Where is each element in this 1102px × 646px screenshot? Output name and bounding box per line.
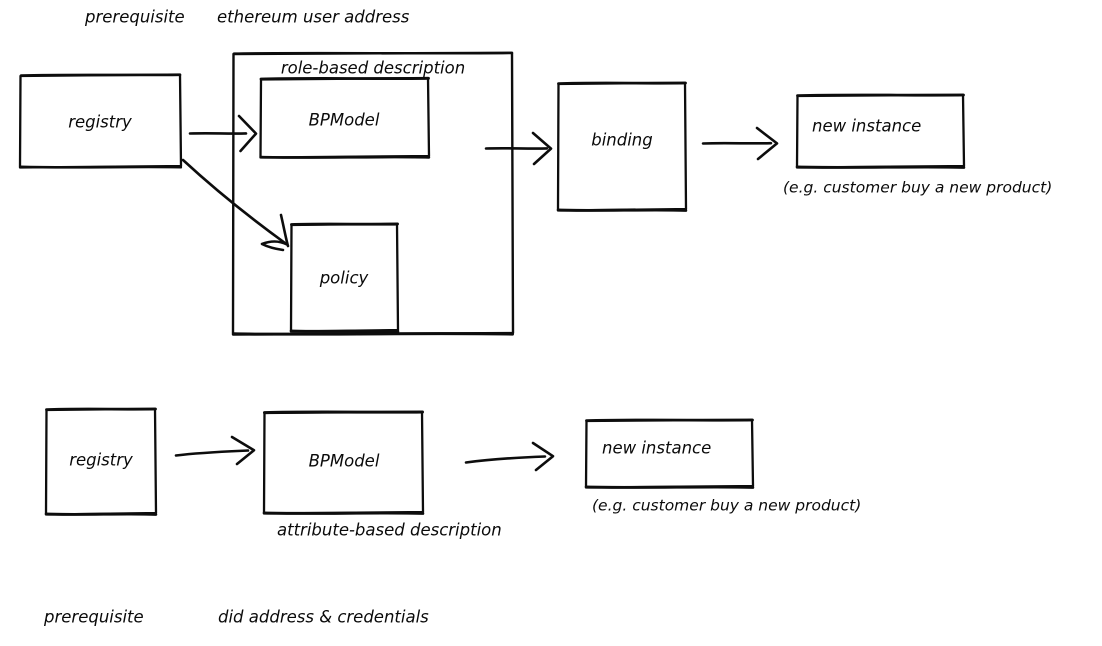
- bottom-prerequisite-label: prerequisite: [43, 608, 144, 627]
- policy-box[interactable]: policy: [289, 222, 400, 333]
- top-bpmodel-label: BPModel: [309, 111, 380, 130]
- policy-label: policy: [319, 269, 369, 288]
- arrow-binding-to-new-instance: [701, 126, 779, 161]
- top-bpmodel-box[interactable]: BPModel: [259, 76, 431, 159]
- top-new-instance-label: new instance: [812, 117, 921, 136]
- attribute-based-description-caption: attribute-based description: [277, 521, 502, 540]
- arrow-registry-to-policy: [181, 158, 290, 252]
- arrow-bottom-bpmodel-to-new-instance: [464, 441, 555, 472]
- binding-box[interactable]: binding: [556, 81, 688, 212]
- role-based-description-container[interactable]: role-based description: [231, 51, 515, 336]
- top-prerequisite-label: prerequisite: [84, 8, 185, 27]
- bottom-bpmodel-label: BPModel: [309, 452, 380, 471]
- top-registry-label: registry: [68, 113, 132, 132]
- binding-label: binding: [591, 131, 653, 150]
- top-prerequisite-value: ethereum user address: [217, 8, 410, 27]
- bottom-prerequisite-value: did address & credentials: [218, 608, 429, 627]
- bottom-registry-label: registry: [69, 451, 133, 470]
- bottom-new-instance-box[interactable]: new instance: [584, 418, 755, 489]
- bottom-bpmodel-box[interactable]: BPModel: [262, 410, 425, 515]
- bottom-registry-box[interactable]: registry: [44, 407, 158, 516]
- top-new-instance-caption: (e.g. customer buy a new product): [783, 179, 1052, 197]
- top-new-instance-box[interactable]: new instance: [795, 93, 966, 169]
- arrow-container-to-binding: [484, 131, 553, 166]
- bottom-new-instance-label: new instance: [602, 439, 711, 458]
- role-based-description-label: role-based description: [281, 59, 465, 78]
- arrow-bottom-registry-to-bpmodel: [174, 435, 256, 466]
- arrow-registry-to-container: [188, 114, 258, 153]
- top-registry-box[interactable]: registry: [18, 73, 183, 169]
- bottom-new-instance-caption: (e.g. customer buy a new product): [592, 497, 861, 515]
